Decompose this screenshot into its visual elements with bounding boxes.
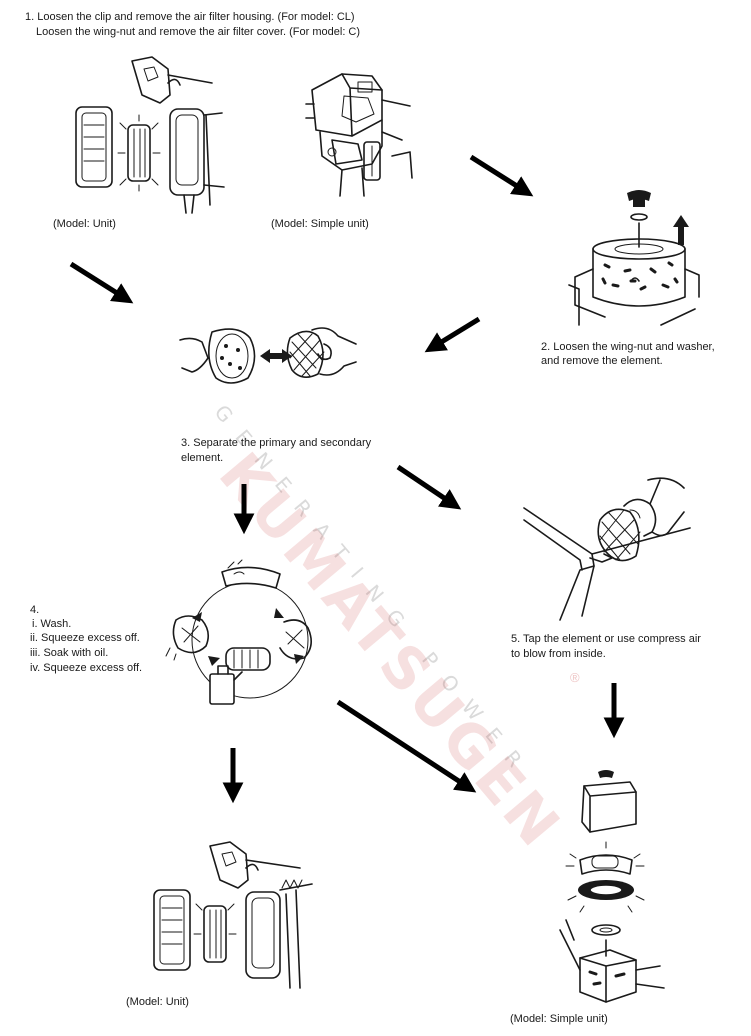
arrow-step2-to-step3	[424, 316, 481, 353]
arrow-unit-to-step3	[69, 261, 134, 304]
separate-elements-illustration	[179, 327, 357, 384]
step4-number: 4.	[30, 604, 40, 616]
arrow-step4-to-final-simple	[336, 699, 477, 793]
step1-caption-unit: (Model: Unit)	[53, 218, 116, 230]
reassembly-simple-unit-illustration	[559, 770, 665, 1003]
filter-housing-unit-illustration	[75, 56, 225, 214]
step3-instruction-line1: 3. Separate the primary and secondary	[181, 437, 372, 449]
remove-element-illustration	[568, 190, 700, 326]
step4-item-squeeze: ii. Squeeze excess off.	[30, 632, 140, 644]
step4-item-soak: iii. Soak with oil.	[30, 647, 109, 659]
step5-instruction-line2: to blow from inside.	[511, 648, 606, 660]
step5-instruction-line1: 5. Tap the element or use compress air	[511, 633, 701, 645]
reassembly-unit-illustration	[153, 841, 313, 989]
tap-element-illustration	[523, 477, 691, 621]
arrow-to-step2	[469, 154, 534, 197]
step4-item-squeeze-again: iv. Squeeze excess off.	[30, 662, 143, 674]
arrow-step3-to-step5	[396, 464, 462, 510]
final-caption-unit: (Model: Unit)	[126, 996, 189, 1008]
wash-cycle-illustration	[165, 559, 312, 705]
step1-caption-simple: (Model: Simple unit)	[271, 218, 369, 230]
step2-instruction-line1: 2. Loosen the wing-nut and washer,	[541, 341, 715, 353]
step1-instruction-line1: 1. Loosen the clip and remove the air fi…	[25, 11, 355, 23]
step2-instruction-line2: and remove the element.	[541, 355, 663, 367]
engine-simple-unit-illustration	[305, 73, 413, 197]
final-caption-simple: (Model: Simple unit)	[510, 1013, 608, 1025]
step1-instruction-line2: Loosen the wing-nut and remove the air f…	[36, 26, 361, 38]
step3-instruction-line2: element.	[181, 452, 224, 464]
step4-item-wash: i. Wash.	[32, 618, 72, 630]
